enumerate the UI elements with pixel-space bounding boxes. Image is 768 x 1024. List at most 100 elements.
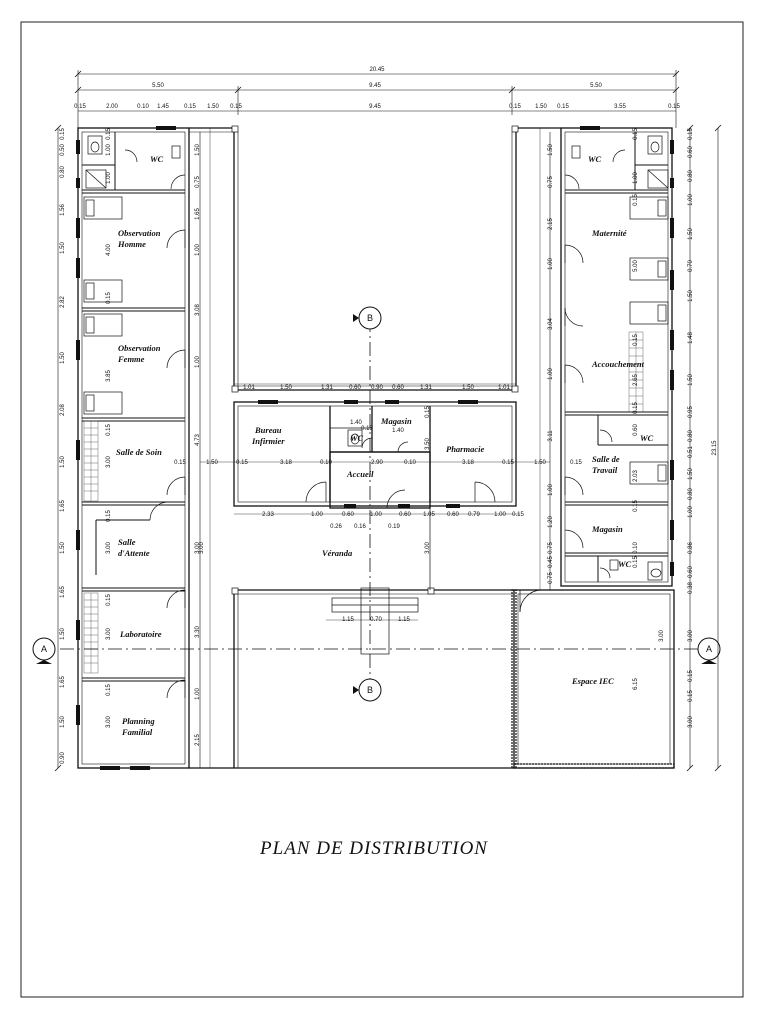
- dim-cr-0: 1.40: [350, 420, 362, 426]
- room-bureau-infirmier-line1: Bureau: [254, 425, 282, 435]
- room-magasin-center: Magasin: [380, 416, 412, 426]
- dim-right-inner-2: 0.15: [633, 194, 639, 206]
- door-swings: [124, 149, 626, 699]
- dim-ct-1: 1.50: [280, 385, 292, 391]
- dim-left-corr-1: 0.75: [195, 176, 201, 188]
- dim-r3-1: 2.00: [106, 104, 118, 110]
- dim-cb2-1: 0.16: [354, 524, 366, 530]
- dim-right-14: 1.00: [688, 506, 694, 518]
- room-accueil: Accueil: [346, 469, 374, 479]
- dims-right: 0.15 0.60 0.80 1.00 1.50 0.70 1.50 1.48 …: [548, 128, 718, 728]
- dim-left-wing: 5.50: [152, 83, 164, 89]
- dim-veranda-0: 3.00: [425, 542, 431, 554]
- dim-left-2: 0.80: [60, 166, 66, 178]
- dim-left-corr-3: 1.00: [195, 244, 201, 256]
- dim-left-1: 0.50: [60, 144, 66, 156]
- dim-right-20: 0.15: [688, 690, 694, 702]
- dim-left-inner-0: 0.15: [106, 128, 112, 140]
- dim-ct-3: 0.60: [349, 385, 361, 391]
- dim-right-2: 0.80: [688, 170, 694, 182]
- room-wc-right: WC: [588, 154, 602, 164]
- dim-left-inner-3: 4.00: [106, 244, 112, 256]
- dim-r3-7: 9.45: [369, 104, 381, 110]
- dim-right-17: 0.38: [688, 582, 694, 594]
- room-salle-de-soin: Salle de Soin: [116, 447, 162, 457]
- dim-right-inner-6: 0.15: [633, 402, 639, 414]
- dim-right-corr-7: 1.00: [548, 484, 554, 496]
- dim-ct-2: 1.31: [321, 385, 333, 391]
- dim-right-inner-3: 5.00: [633, 260, 639, 272]
- dim-r3-4: 0.15: [184, 104, 196, 110]
- dim-left-6: 1.50: [60, 352, 66, 364]
- room-bureau-infirmier-line2: Infirmier: [251, 436, 285, 446]
- room-wc-right2: WC: [640, 433, 654, 443]
- dim-r3-10: 0.15: [557, 104, 569, 110]
- dim-left-inner-7: 3.00: [106, 456, 112, 468]
- dim-right-inner-11: 0.15: [633, 556, 639, 568]
- dim-r3-9: 1.50: [535, 104, 547, 110]
- dim-right-inner-13: 6.15: [633, 678, 639, 690]
- dim-left-inner-4: 0.15: [106, 292, 112, 304]
- iec-window-band: [511, 589, 675, 769]
- room-salle-attente-line1: Salle: [118, 537, 136, 547]
- dim-right-5: 0.70: [688, 260, 694, 272]
- dim-right-inner-10: 0.10: [633, 542, 639, 554]
- dim-right-15: 0.86: [688, 542, 694, 554]
- room-salle-de-travail-line1: Salle de: [592, 454, 620, 464]
- dim-right-18: 3.00: [688, 630, 694, 642]
- dim-cb2-0: 0.26: [330, 524, 342, 530]
- dim-right-7: 1.48: [688, 332, 694, 344]
- dim-ct-4: 0.90: [371, 385, 383, 391]
- walls: [77, 127, 675, 769]
- sheet-border: [20, 21, 744, 998]
- dim-right-9: 0.95: [688, 406, 694, 418]
- section-marker-a-right: A: [697, 637, 721, 664]
- section-a-left-label: A: [41, 644, 47, 654]
- dim-left-inner-5: 3.85: [106, 370, 112, 382]
- dim-left-corr-0: 1.50: [195, 144, 201, 156]
- dim-cr-1: 0.15: [361, 426, 373, 432]
- dim-right-corr-11: 0.75: [548, 572, 554, 584]
- room-espace-iec: Espace IEC: [571, 676, 614, 686]
- dim-cb2-2: 0.19: [388, 524, 400, 530]
- dim-cb-9: 0.15: [512, 512, 524, 518]
- dim-right-16: 0.60: [688, 566, 694, 578]
- dim-left-13: 1.65: [60, 676, 66, 688]
- dim-left-12: 1.50: [60, 628, 66, 640]
- dim-ct-7: 1.50: [462, 385, 474, 391]
- dim-right-0: 0.15: [688, 128, 694, 140]
- section-marker-a-left: A: [32, 637, 56, 664]
- right-partitions: [565, 132, 668, 582]
- dim-cb-4: 0.60: [399, 512, 411, 518]
- room-observation-femme-line2: Femme: [117, 354, 145, 364]
- room-salle-attente-line2: d'Attente: [118, 548, 150, 558]
- dim-right-corr-10: 0.45: [548, 556, 554, 568]
- dim-cb-8: 1.00: [494, 512, 506, 518]
- dim-left-5: 2.82: [60, 296, 66, 308]
- windows: [76, 126, 674, 770]
- dim-r3-2: 0.10: [137, 104, 149, 110]
- dim-right-12: 1.50: [688, 468, 694, 480]
- dim-right-total: 23.15: [712, 440, 718, 456]
- dim-right-inner-5: 2.65: [633, 374, 639, 386]
- dim-steps-1: 0.70: [370, 617, 382, 623]
- dim-left-corr-10: 2.15: [195, 734, 201, 746]
- dim-right-corr-4: 3.04: [548, 318, 554, 330]
- dim-left-inner-1: 1.00: [106, 144, 112, 156]
- dim-left-inner-12: 0.15: [106, 684, 112, 696]
- dim-left-inner-2: 1.00: [106, 172, 112, 184]
- dim-right-11: 0.51: [688, 446, 694, 458]
- dim-left-inner-13: 3.00: [106, 716, 112, 728]
- room-planning-familial-line1: Planning: [122, 716, 155, 726]
- dim-left-inner-10: 0.15: [106, 594, 112, 606]
- dim-left-7: 2.08: [60, 404, 66, 416]
- room-wc-left: WC: [150, 154, 164, 164]
- dim-cm-2: 0.15: [236, 460, 248, 466]
- dim-left-corr-5: 1.00: [195, 356, 201, 368]
- dim-left-14: 1.50: [60, 716, 66, 728]
- dim-right-inner-9: 0.15: [633, 500, 639, 512]
- left-partitions: [82, 132, 185, 682]
- dim-right-inner-8: 2.03: [633, 470, 639, 482]
- dim-cb-5: 1.05: [423, 512, 435, 518]
